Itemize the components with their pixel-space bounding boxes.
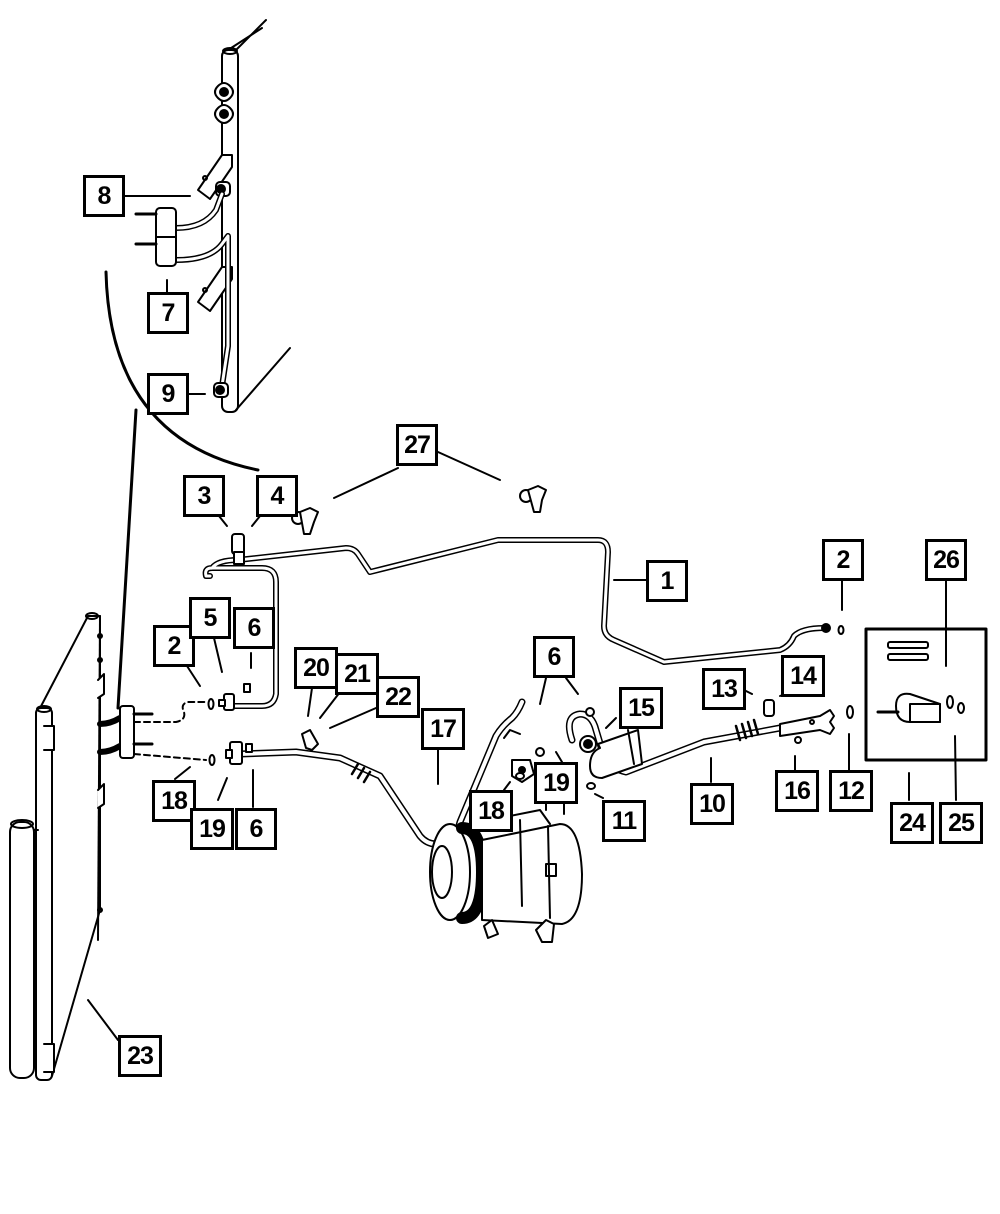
detail-arc (104, 270, 260, 472)
callout-7[interactable]: 7 (147, 292, 189, 334)
compressor (429, 797, 583, 943)
callout-10[interactable]: 10 (690, 783, 734, 825)
callout-18-center[interactable]: 18 (469, 790, 513, 832)
callout-2-left[interactable]: 2 (153, 625, 195, 667)
callout-3[interactable]: 3 (183, 475, 225, 517)
callout-6-center[interactable]: 6 (533, 636, 575, 678)
callout-5[interactable]: 5 (189, 597, 231, 639)
upper-left-fitting (207, 683, 251, 711)
callout-18-left[interactable]: 18 (152, 780, 196, 822)
callout-20[interactable]: 20 (294, 647, 338, 689)
callout-14[interactable]: 14 (781, 655, 825, 697)
condenser-assembly (9, 612, 207, 1081)
callout-24[interactable]: 24 (890, 802, 934, 844)
callout-1[interactable]: 1 (646, 560, 688, 602)
callout-13[interactable]: 13 (702, 668, 746, 710)
callout-19-center[interactable]: 19 (534, 762, 578, 804)
callout-4[interactable]: 4 (256, 475, 298, 517)
callout-22[interactable]: 22 (376, 676, 420, 718)
callout-16[interactable]: 16 (775, 770, 819, 812)
leader-lines (87, 195, 957, 1041)
o-rings (515, 625, 854, 790)
callout-12[interactable]: 12 (829, 770, 873, 812)
callout-6-top-left[interactable]: 6 (233, 607, 275, 649)
callout-9[interactable]: 9 (147, 373, 189, 415)
callout-26[interactable]: 26 (925, 539, 967, 581)
expansion-valve-kit (864, 627, 988, 762)
callout-15[interactable]: 15 (619, 687, 663, 729)
callout-2-right[interactable]: 2 (822, 539, 864, 581)
callout-6-bottom-left[interactable]: 6 (235, 808, 277, 850)
detail-leader (116, 408, 138, 710)
clip-27-right (519, 485, 547, 513)
suction-line (565, 699, 835, 779)
callout-11[interactable]: 11 (602, 800, 646, 842)
callout-17[interactable]: 17 (421, 708, 465, 750)
callout-25[interactable]: 25 (939, 802, 983, 844)
upper-condenser-detail (134, 19, 291, 413)
callout-19-left[interactable]: 19 (190, 808, 234, 850)
callout-21[interactable]: 21 (335, 653, 379, 695)
callout-8[interactable]: 8 (83, 175, 125, 217)
callout-27[interactable]: 27 (396, 424, 438, 466)
callout-23[interactable]: 23 (118, 1035, 162, 1077)
liquid-line (202, 533, 831, 709)
